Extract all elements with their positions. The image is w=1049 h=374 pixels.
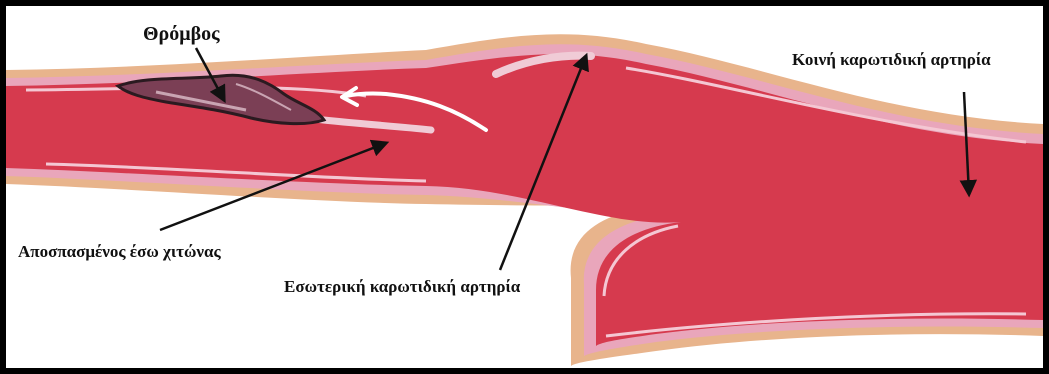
label-thrombus: Θρόμβος bbox=[143, 24, 220, 44]
label-common-carotid: Κοινή καρωτιδική αρτηρία bbox=[792, 51, 991, 68]
label-detached-intima: Αποσπασμένος έσω χιτώνας bbox=[18, 243, 221, 260]
label-internal-carotid: Εσωτερική καρωτιδική αρτηρία bbox=[284, 278, 520, 295]
